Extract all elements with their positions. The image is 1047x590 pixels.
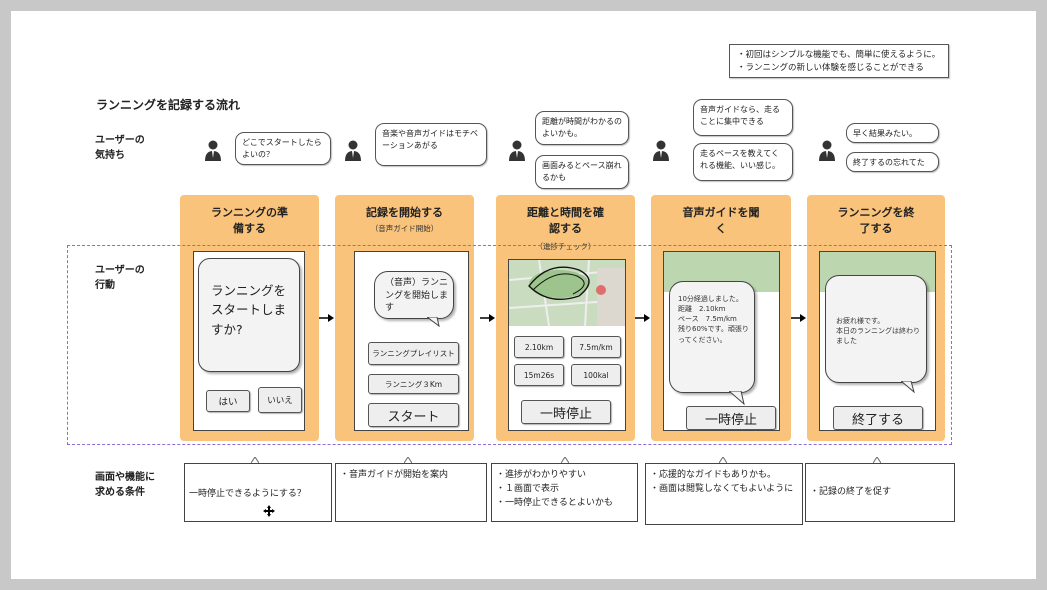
connector-tick-icon <box>251 457 259 463</box>
stage-title: ランニングの準備する <box>211 206 288 235</box>
feeling-bubble-stage-4a: 音声ガイドなら、走ることに集中できる <box>693 99 793 136</box>
voice-guide-dialog: 10分経過しました。 距離 2.10km ペース 7.5m/km 残り60%です… <box>669 281 755 393</box>
yes-button[interactable]: はい <box>206 390 250 412</box>
row-label-requirements: 画面や機能に 求める条件 <box>95 472 155 498</box>
connector-tick-icon <box>404 457 412 463</box>
user-avatar-icon <box>205 140 221 161</box>
user-action-row-border <box>67 245 952 445</box>
requirement-stage-2: ・音声ガイドが開始を案内 <box>335 463 487 522</box>
pace-readout: 7.5m/km <box>571 336 621 358</box>
row-label-feelings: ユーザーの 気持ち <box>95 135 145 161</box>
route-map <box>509 260 625 326</box>
connector-tick-icon <box>561 457 569 463</box>
row-label-actions: ユーザーの 行動 <box>95 265 145 291</box>
flow-arrow-icon <box>480 314 495 322</box>
feeling-bubble-stage-4b: 走るペースを教えてくれる機能、いい感じ。 <box>693 143 793 181</box>
stage-2: 記録を開始する （音声ガイド開始） ランニングプレイリスト ランニング３Km ス… <box>335 195 474 441</box>
finish-dialog: お疲れ様です。 本日のランニングは終わりました <box>825 275 927 383</box>
feeling-bubble-stage-3a: 距離が時間がわかるのよいかも。 <box>535 111 629 145</box>
voice-bubble: （音声）ランニングを開始します <box>374 271 454 319</box>
user-avatar-icon <box>345 140 361 161</box>
feeling-bubble-stage-5a: 早く結果みたい。 <box>846 123 939 143</box>
user-avatar-icon <box>653 140 669 161</box>
bubble-tail <box>901 381 915 393</box>
feeling-bubble-stage-3b: 画面みるとペース崩れるかも <box>535 155 629 189</box>
phone-screen-1: ランニングをスタートしますか? はい いいえ <box>193 251 305 431</box>
pause-button[interactable]: 一時停止 <box>686 406 776 430</box>
stage-5: ランニングを終了する 終了する お疲れ様です。 本日のランニングは終わりました <box>807 195 945 441</box>
connector-tick-icon <box>873 457 881 463</box>
stage-4: 音声ガイドを聞く 一時停止 10分経過しました。 距離 2.10km ペース 7… <box>651 195 791 441</box>
stage-title: ランニングを終了する <box>837 206 915 235</box>
stage-title: 記録を開始する <box>366 206 443 219</box>
requirement-stage-4: ・応援的なガイドもありかも。 ・画面は閲覧しなくてもよいように <box>645 463 803 525</box>
start-button[interactable]: スタート <box>368 403 459 427</box>
phone-screen-3: 2.10km 7.5m/km 15m26s 100kal 一時停止 <box>508 259 626 431</box>
journey-map-canvas: ・初回はシンプルな機能でも、簡単に使えるように。 ・ランニングの新しい体験を感じ… <box>11 11 1036 579</box>
kcal-readout: 100kal <box>571 364 621 386</box>
move-cursor-icon <box>263 505 275 517</box>
finish-message: お疲れ様です。 本日のランニングは終わりました <box>836 317 920 346</box>
stage-title: 音声ガイドを聞く <box>682 206 760 235</box>
route-map-icon <box>509 260 625 326</box>
stage-3: 距離と時間を確認する （進捗チェック） 2.10km 7.5m/km 15m26… <box>496 195 635 441</box>
voice-bubble-text: （音声）ランニングを開始します <box>385 278 449 314</box>
bubble-tail <box>729 391 745 405</box>
diagram-title: ランニングを記録する流れ <box>96 98 241 112</box>
playlist-button[interactable]: ランニングプレイリスト <box>368 342 459 365</box>
top-note-line-1: ・初回はシンプルな機能でも、簡単に使えるように。 <box>737 50 941 60</box>
stage-1: ランニングの準備する ランニングをスタートしますか? はい いいえ <box>180 195 319 441</box>
top-note: ・初回はシンプルな機能でも、簡単に使えるように。 ・ランニングの新しい体験を感じ… <box>729 44 949 78</box>
connector-tick-icon <box>719 457 727 463</box>
confirm-message: ランニングをスタートしますか? <box>211 283 287 337</box>
voice-guide-text: 10分経過しました。 距離 2.10km ペース 7.5m/km 残り60%です… <box>678 295 749 344</box>
stage-subtitle: （進捗チェック） <box>535 242 596 251</box>
flow-arrow-icon <box>635 314 650 322</box>
requirement-stage-1: 一時停止できるようにする？ <box>184 463 332 522</box>
requirement-stage-5: ・記録の終了を促す <box>805 463 955 522</box>
course-button[interactable]: ランニング３Km <box>368 374 459 394</box>
stage-title: 距離と時間を確認する <box>527 206 604 235</box>
user-avatar-icon <box>509 140 525 161</box>
pause-button[interactable]: 一時停止 <box>521 400 611 424</box>
feeling-bubble-stage-5b: 終了するの忘れてた <box>846 152 939 172</box>
stage-subtitle: （音声ガイド開始） <box>370 224 439 233</box>
bubble-tail <box>427 317 440 327</box>
top-note-line-2: ・ランニングの新しい体験を感じることができる <box>737 63 924 74</box>
feeling-bubble-stage-1: どこでスタートしたらよいの？ <box>235 132 331 165</box>
flow-arrow-icon <box>319 314 334 322</box>
finish-button[interactable]: 終了する <box>833 406 923 430</box>
confirm-dialog: ランニングをスタートしますか? <box>198 258 300 372</box>
no-button[interactable]: いいえ <box>258 387 302 413</box>
feeling-bubble-stage-2: 音楽や音声ガイドはモチベーションあがる <box>375 123 487 166</box>
flow-arrow-icon <box>791 314 806 322</box>
requirement-stage-3: ・進捗がわかりやすい ・１画面で表示 ・一時停止できるとよいかも <box>491 463 638 522</box>
distance-readout: 2.10km <box>514 336 564 358</box>
time-readout: 15m26s <box>514 364 564 386</box>
user-avatar-icon <box>819 140 835 161</box>
